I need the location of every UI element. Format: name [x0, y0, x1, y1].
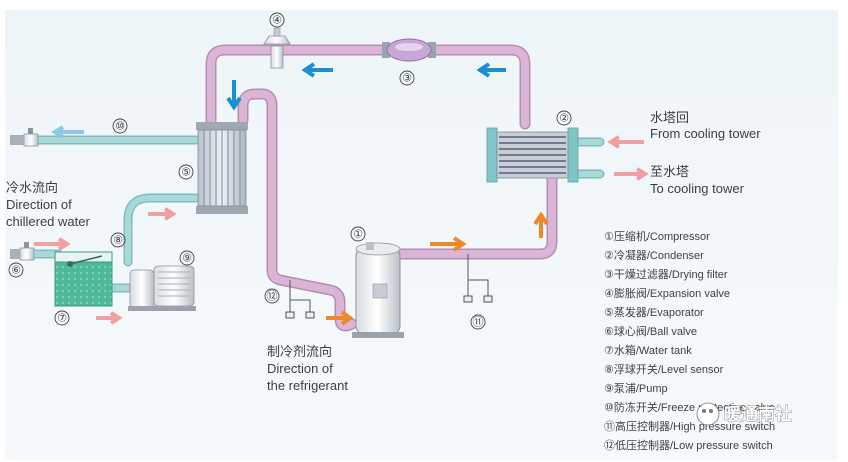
- callout-2: ②: [559, 112, 569, 125]
- watermark-text: 暖通南社: [724, 404, 792, 425]
- legend-item-compressor: ①压缩机/Compressor: [604, 229, 710, 243]
- legend-item-level-sensor: ⑧浮球开关/Level sensor: [604, 362, 724, 376]
- legend-item-expansion-valve: ④膨胀阀/Expansion valve: [604, 286, 730, 300]
- pump: [128, 265, 196, 311]
- watermark: 暖通南社: [696, 402, 792, 426]
- arrow-up-icon: [533, 211, 549, 238]
- callout-5: ⑤: [181, 166, 191, 179]
- callout-4: ④: [272, 14, 282, 27]
- refrigerant-cn: 制冷剂流向: [267, 344, 332, 359]
- arrow-left-icon: [51, 125, 84, 139]
- callout-10: ⑩: [115, 120, 125, 133]
- refrigerant-en-2: the refrigerant: [267, 378, 348, 393]
- legend-item-condenser: ②冷凝器/Condenser: [604, 248, 704, 262]
- from-tower-en: From cooling tower: [650, 126, 761, 141]
- legend-item-evaporator: ⑤蒸发器/Evaporator: [604, 305, 704, 319]
- legend-item-high-pressure-switch: ⑪高压控制器/High pressure switch: [604, 419, 775, 433]
- chilled-water-en-1: Direction of: [6, 197, 72, 212]
- flow-arrows: [34, 62, 649, 326]
- chilled-water-en-2: chillered water: [6, 214, 90, 229]
- high-pressure-switch: [463, 254, 493, 303]
- drying-filter: [382, 38, 436, 62]
- callout-12: ⑫: [267, 290, 278, 303]
- legend-item-water-tank: ⑦水箱/Water tank: [604, 343, 692, 357]
- legend-item-freeze-valve: ⑩防冻开关/Freeze protective valve: [604, 400, 775, 414]
- expansion-valve: [263, 27, 291, 69]
- to-tower-cn: 至水塔: [650, 164, 689, 179]
- callout-1: ①: [353, 228, 363, 241]
- arrow-left-icon: [476, 62, 506, 78]
- arrow-left-icon: [607, 135, 644, 149]
- arrow-left-icon: [301, 62, 333, 78]
- water-tank: [54, 251, 113, 307]
- freeze-protective-valve: [10, 128, 39, 147]
- callout-9: ⑨: [182, 252, 192, 265]
- legend-item-ball-valve: ⑥球心阀/Ball valve: [604, 324, 697, 338]
- water-loop: [25, 135, 605, 293]
- from-tower-cn: 水塔回: [650, 110, 689, 125]
- condenser: [486, 127, 579, 183]
- arrow-right-icon: [96, 311, 123, 325]
- callouts: [8, 12, 572, 330]
- flow-labels: 水塔回 From cooling tower 至水塔 To cooling to…: [6, 110, 761, 393]
- background-panel: [5, 10, 838, 460]
- callout-11: ⑪: [473, 316, 484, 329]
- legend-item-pump: ⑨泵浦/Pump: [604, 382, 668, 395]
- callout-6: ⑥: [11, 264, 21, 277]
- legend-item-drying-filter: ③干燥过滤器/Drying filter: [604, 268, 728, 281]
- arrow-right-icon: [326, 310, 354, 326]
- callout-numbers: ① ② ③ ④ ⑤ ⑥ ⑦ ⑧ ⑨ ⑩ ⑪ ⑫: [11, 14, 569, 329]
- to-tower-en: To cooling tower: [650, 181, 745, 196]
- arrow-down-icon: [226, 80, 242, 111]
- callout-3: ③: [402, 72, 412, 85]
- arrow-right-icon: [430, 236, 467, 252]
- ball-valve: [10, 242, 35, 261]
- compressor: [352, 242, 404, 338]
- arrow-right-icon: [614, 167, 649, 181]
- arrow-right-icon: [148, 207, 177, 221]
- chilled-water-cn: 冷水流向: [6, 180, 58, 195]
- arrow-right-icon: [34, 237, 71, 251]
- callout-8: ⑧: [113, 234, 123, 247]
- callout-7: ⑦: [57, 312, 67, 325]
- wechat-icon: [696, 402, 720, 426]
- evaporator: [196, 122, 248, 214]
- legend: ①压缩机/Compressor ②冷凝器/Condenser ③干燥过滤器/Dr…: [604, 229, 775, 452]
- low-pressure-switch: [285, 280, 315, 319]
- refrigerant-en-1: Direction of: [267, 361, 333, 376]
- legend-item-low-pressure-switch: ⑫低压控制器/Low pressure switch: [604, 438, 773, 452]
